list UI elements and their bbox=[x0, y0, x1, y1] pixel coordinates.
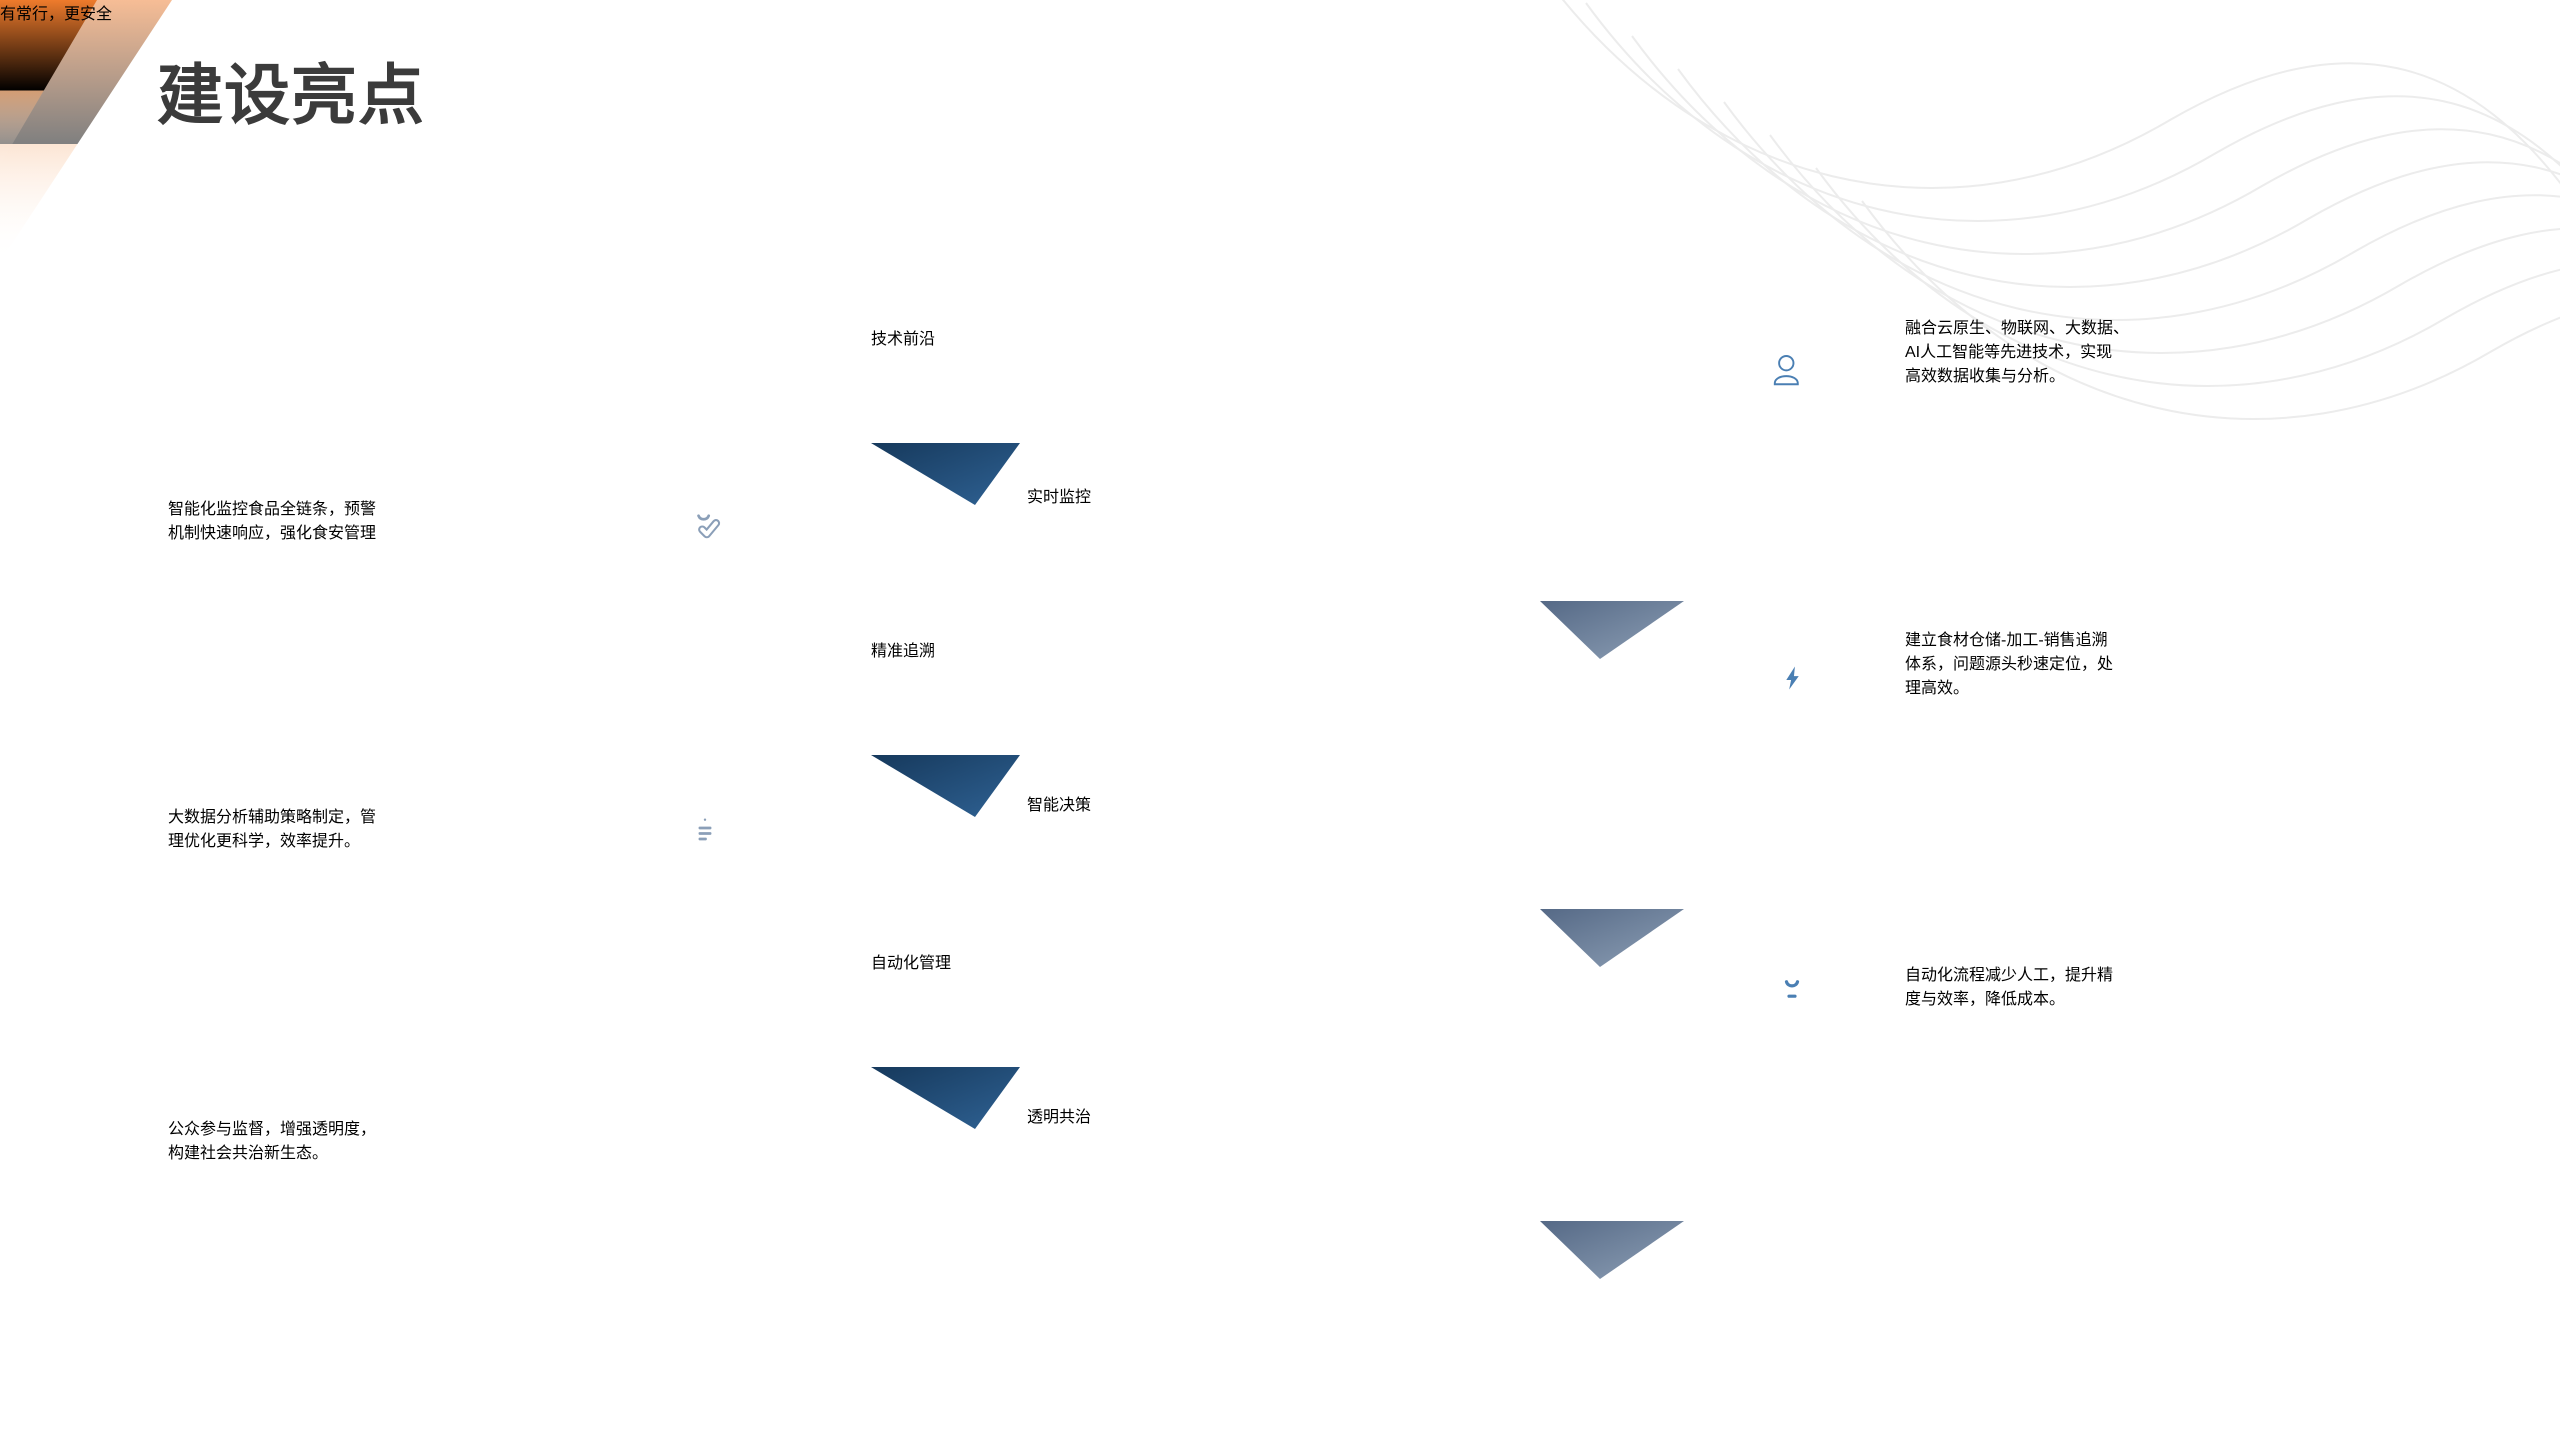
desc-line: 建立食材仓储-加工-销售追溯 bbox=[1905, 632, 2108, 649]
robot-face-icon-glyph bbox=[1781, 976, 1803, 1004]
desc-realtime-monitoring: 智能化监控食品全链条，预警 机制快速响应，强化食安管理 bbox=[168, 495, 668, 543]
open-box-icon bbox=[683, 1123, 729, 1174]
users-icon bbox=[1770, 344, 1816, 395]
desc-line: 度与效率，降低成本。 bbox=[1905, 991, 2066, 1008]
banner-folds bbox=[871, 443, 1684, 1279]
desc-line: 构建社会共治新生态。 bbox=[168, 1145, 329, 1162]
desc-intelligent-decision: 大数据分析辅助策略制定，管 理优化更科学，效率提升。 bbox=[168, 803, 668, 851]
banner-label: 实时监控 bbox=[1027, 489, 1092, 506]
desc-line: 融合云原生、物联网、大数据、 bbox=[1905, 320, 2130, 337]
banner-label: 自动化管理 bbox=[871, 955, 952, 972]
banner-label: 精准追溯 bbox=[871, 643, 936, 660]
desc-precise-traceability: 建立食材仓储-加工-销售追溯 体系，问题源头秒速定位，处 理高效。 bbox=[1905, 626, 2485, 698]
desc-line: 理优化更科学，效率提升。 bbox=[168, 833, 361, 850]
footer-ribbon: 有常行，更安全 bbox=[0, 0, 112, 24]
desc-automated-management: 自动化流程减少人工，提升精 度与效率，降低成本。 bbox=[1905, 961, 2485, 1009]
desc-line: AI人工智能等先进技术，实现 bbox=[1905, 344, 2113, 361]
banner-precise-traceability: 精准追溯 bbox=[871, 637, 1519, 661]
robot-face-icon bbox=[1770, 968, 1814, 1017]
banner-automated-management: 自动化管理 bbox=[871, 949, 1519, 973]
open-box-icon-glyph bbox=[687, 1130, 725, 1161]
head-bolt-icon bbox=[1770, 656, 1816, 707]
corner-decoration bbox=[0, 0, 172, 262]
clipboard-icon-glyph bbox=[694, 817, 716, 847]
page-title: 建设亮点 bbox=[157, 58, 425, 132]
desc-line: 智能化监控食品全链条，预警 bbox=[168, 501, 377, 518]
badge-check-icon bbox=[683, 503, 727, 552]
desc-line: 机制快速响应，强化食安管理 bbox=[168, 525, 377, 542]
footer-slogan: 有常行，更安全 bbox=[0, 6, 113, 23]
desc-line: 理高效。 bbox=[1905, 680, 1970, 697]
desc-transparent-cogovernance: 公众参与监督，增强透明度， 构建社会共治新生态。 bbox=[168, 1115, 662, 1163]
head-bolt-icon-glyph bbox=[1777, 665, 1807, 697]
banner-transparent-cogovernance: 透明共治 bbox=[1027, 1103, 1684, 1127]
banner-label: 技术前沿 bbox=[871, 331, 936, 348]
title-underline bbox=[152, 167, 1012, 177]
banner-intelligent-decision: 智能决策 bbox=[1027, 791, 1684, 815]
desc-line: 高效数据收集与分析。 bbox=[1905, 368, 2066, 385]
users-icon-glyph bbox=[1773, 352, 1809, 386]
desc-line: 自动化流程减少人工，提升精 bbox=[1905, 967, 2114, 984]
banner-realtime-monitoring: 实时监控 bbox=[1027, 483, 1684, 507]
desc-line: 大数据分析辅助策略制定，管 bbox=[168, 809, 377, 826]
banner-label: 透明共治 bbox=[1027, 1109, 1092, 1126]
desc-line: 体系，问题源头秒速定位，处 bbox=[1905, 656, 2114, 673]
banner-tech-frontier: 技术前沿 bbox=[871, 325, 1519, 349]
desc-line: 公众参与监督，增强透明度， bbox=[168, 1121, 377, 1138]
banner-label: 智能决策 bbox=[1027, 797, 1092, 814]
clipboard-icon bbox=[683, 811, 727, 860]
badge-check-icon-glyph bbox=[694, 511, 721, 539]
desc-tech-frontier: 融合云原生、物联网、大数据、 AI人工智能等先进技术，实现 高效数据收集与分析。 bbox=[1905, 314, 2485, 386]
